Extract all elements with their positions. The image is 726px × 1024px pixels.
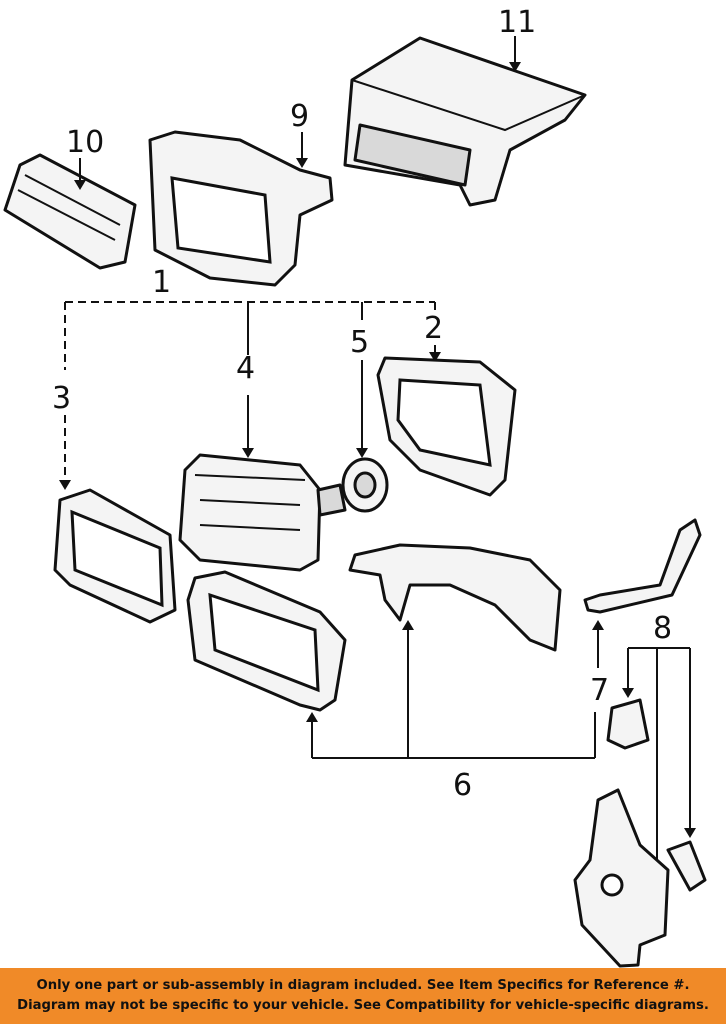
part-8-motor-cap [606, 698, 650, 750]
disclaimer-line-2: Diagram may not be specific to your vehi… [17, 998, 709, 1013]
part-5-bulb-socket [341, 457, 389, 513]
callout-5: 5 [350, 325, 369, 360]
disclaimer-line-1: Only one part or sub-assembly in diagram… [36, 978, 690, 993]
part-9-housing-bracket [148, 130, 334, 287]
callout-7: 7 [590, 673, 609, 708]
part-3-retaining-ring [53, 488, 177, 624]
part-8-connector [666, 840, 707, 892]
part-7-link-rod [583, 518, 702, 614]
callout-3: 3 [52, 381, 71, 416]
part-4-sealed-beam-headlamp [178, 453, 347, 572]
part-10-filler-panel [3, 153, 137, 270]
headlamp-parts-diagram: 11 10 9 1 2 3 4 5 [3, 5, 707, 968]
part-6-lower-frame [186, 570, 347, 712]
callout-2: 2 [424, 311, 443, 346]
part-6-support-bracket [348, 543, 562, 652]
callout-9: 9 [290, 99, 309, 134]
callout-1: 1 [152, 265, 171, 300]
callout-6: 6 [453, 768, 472, 803]
callout-10: 10 [66, 125, 104, 160]
disclaimer-banner: Only one part or sub-assembly in diagram… [0, 968, 726, 1024]
callout-8: 8 [653, 611, 672, 646]
part-11-headlamp-cover [343, 36, 587, 207]
part-8-motor-assembly [573, 788, 670, 968]
callout-11: 11 [498, 5, 536, 40]
part-2-mounting-ring [376, 356, 517, 497]
callout-4: 4 [236, 351, 255, 386]
